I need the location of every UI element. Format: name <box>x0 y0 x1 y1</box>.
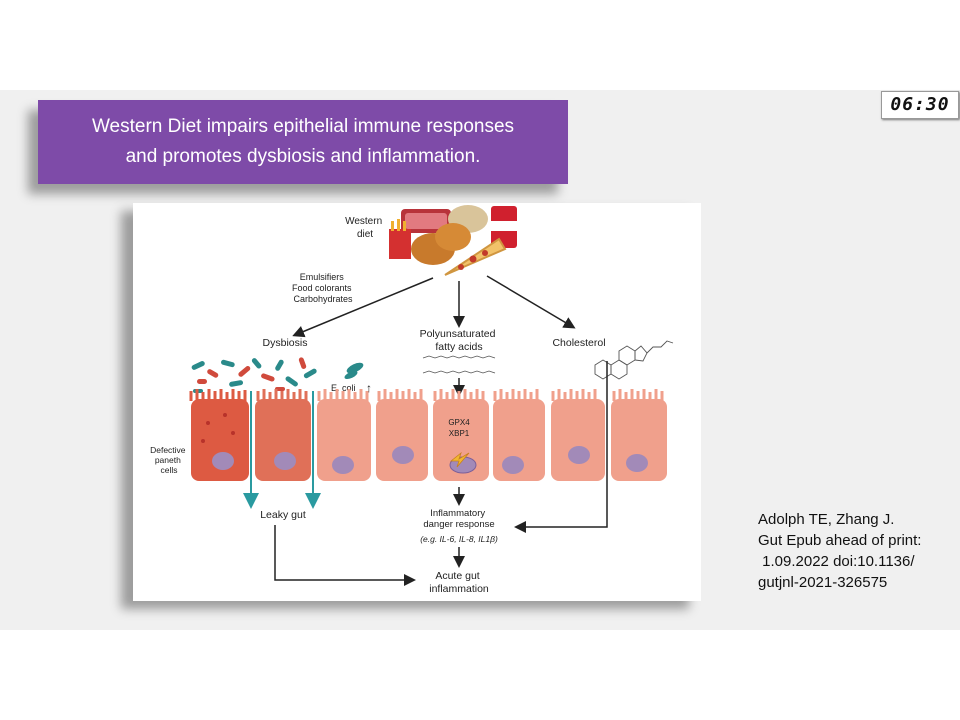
pufa-label: Polyunsaturated fatty acids <box>420 328 499 353</box>
diagram-figure: Western diet Emulsifiers Food colorants … <box>133 203 701 601</box>
arrow-leaky-to-acute <box>274 525 416 586</box>
ecoli-label: E. coli <box>331 383 356 393</box>
danger-response-label: Inflammatory danger response <box>423 508 494 530</box>
citation-line: Gut Epub ahead of print: <box>758 532 922 549</box>
dysbiosis-label: Dysbiosis <box>263 337 308 349</box>
epithelial-cell <box>317 399 371 481</box>
arrow-cholesterol-to-danger <box>514 361 608 533</box>
cholesterol-label: Cholesterol <box>552 337 605 349</box>
leaky-gut-label: Leaky gut <box>260 509 306 521</box>
citation: Adolph TE, Zhang J. Gut Epub ahead of pr… <box>758 509 958 593</box>
epithelial-cell <box>191 399 249 481</box>
cytokines-label: (e.g. IL-6, IL-8, IL1β) <box>420 534 498 544</box>
xbp1-label: XBP1 <box>449 429 470 438</box>
western-diet-food-illustration <box>389 205 517 276</box>
gpx4-label: GPX4 <box>448 418 470 427</box>
epithelial-cell <box>255 399 311 481</box>
epithelial-cell <box>433 399 489 481</box>
western-diet-label: Western diet <box>345 216 385 240</box>
citation-line: 1.09.2022 doi:10.1136/ <box>758 553 915 570</box>
additives-label: Emulsifiers Food colorants Carbohydrates <box>292 272 354 304</box>
epithelial-cell-layer <box>189 389 667 481</box>
dysbiotic-bacteria <box>191 357 364 393</box>
ecoli-increase-arrow: ↑ <box>366 381 372 395</box>
slide-title-line2: and promotes dysbiosis and inflammation. <box>125 146 481 167</box>
slide-title-banner: Western Diet impairs epithelial immune r… <box>38 100 568 184</box>
defective-paneth-label: Defective paneth cells <box>150 445 188 475</box>
acute-inflammation-label: Acute gut inflammation <box>429 570 489 595</box>
slide-title-line1: Western Diet impairs epithelial immune r… <box>91 116 515 137</box>
arrow-diet-to-cholesterol <box>486 275 576 329</box>
diagram-svg: Western diet Emulsifiers Food colorants … <box>150 205 674 595</box>
arrow-diet-to-dysbiosis <box>292 277 434 338</box>
countdown-timer: 06:30 <box>881 91 959 119</box>
epithelial-cell <box>611 399 667 481</box>
epithelial-cell <box>551 399 605 481</box>
fatty-acid-chain-icons <box>422 355 496 374</box>
citation-line: gutjnl-2021-326575 <box>758 574 888 591</box>
cholesterol-structure-icon <box>594 340 674 380</box>
epithelial-cell <box>376 399 428 481</box>
citation-line: Adolph TE, Zhang J. <box>758 511 895 528</box>
